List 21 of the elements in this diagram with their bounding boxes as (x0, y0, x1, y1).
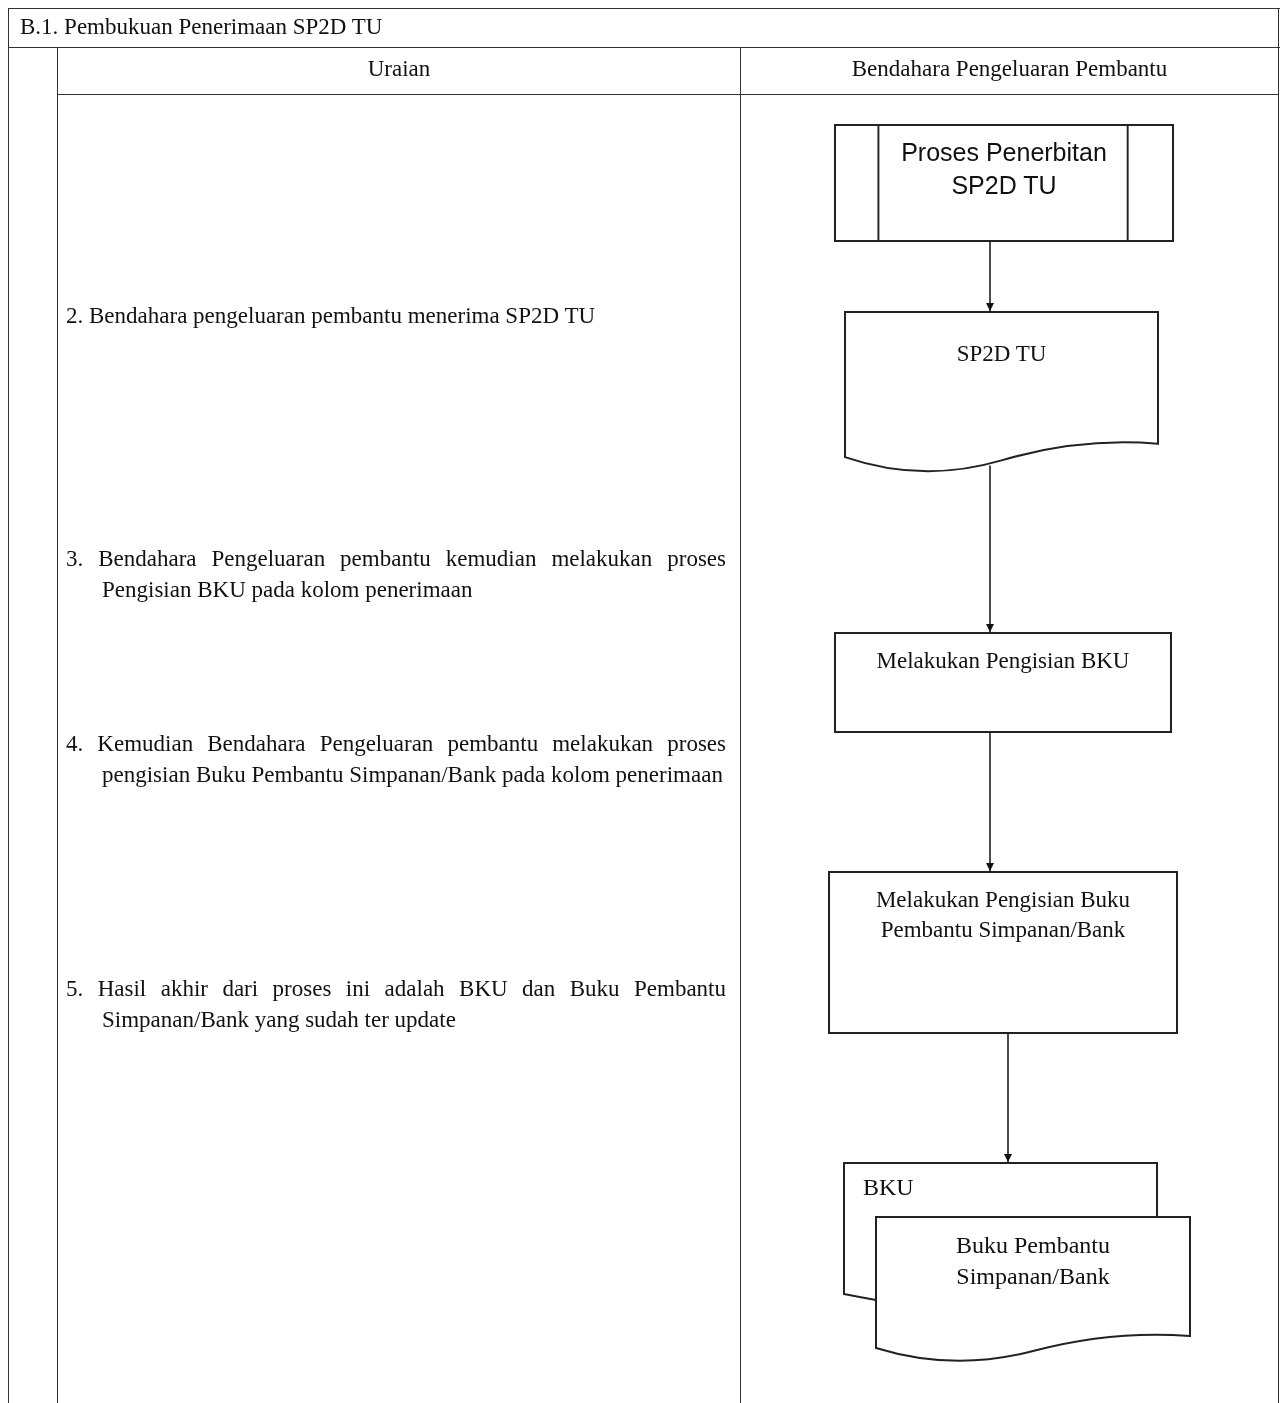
process-box (828, 871, 1178, 1034)
table-title: B.1. Pembukuan Penerimaan SP2D TU (20, 14, 383, 40)
arrow (986, 732, 994, 872)
step-description: 4. Kemudian Bendahara Pengeluaran pembantu melakukan proses pengisian Buku Pembantu Simpanan/Bank pada kolom penerimaan (66, 730, 726, 789)
column-header: Uraian (366, 56, 432, 82)
node-label: BKU (862, 1173, 915, 1202)
node-label: Melakukan Pengisian Buku Pembantu Simpanan/Bank (874, 886, 1132, 944)
step-description: 3. Bendahara Pengeluaran pembantu kemudian melakukan proses Pengisian BKU pada kolom penerimaan (66, 545, 726, 604)
node-label: Proses Penerbitan SP2D TU (900, 137, 1108, 201)
step-description: 5. Hasil akhir dari proses ini adalah BKU dan Buku Pembantu Simpanan/Bank yang sudah ter update (66, 975, 726, 1034)
column-header: Bendahara Pengeluaran Pembantu (850, 56, 1169, 82)
node-label: Buku Pembantu Simpanan/Bank (955, 1231, 1111, 1292)
document-shape (843, 1162, 1158, 1216)
step-description: 2. Bendahara pengeluaran pembantu menerima SP2D TU (66, 302, 597, 330)
process-box (834, 632, 1172, 733)
node-label: Melakukan Pengisian BKU (875, 647, 1131, 675)
node-label: SP2D TU (955, 340, 1048, 368)
arrow (986, 241, 994, 312)
predefined-process-box (834, 124, 1174, 242)
arrow (986, 464, 994, 633)
arrow (1004, 1033, 1012, 1163)
